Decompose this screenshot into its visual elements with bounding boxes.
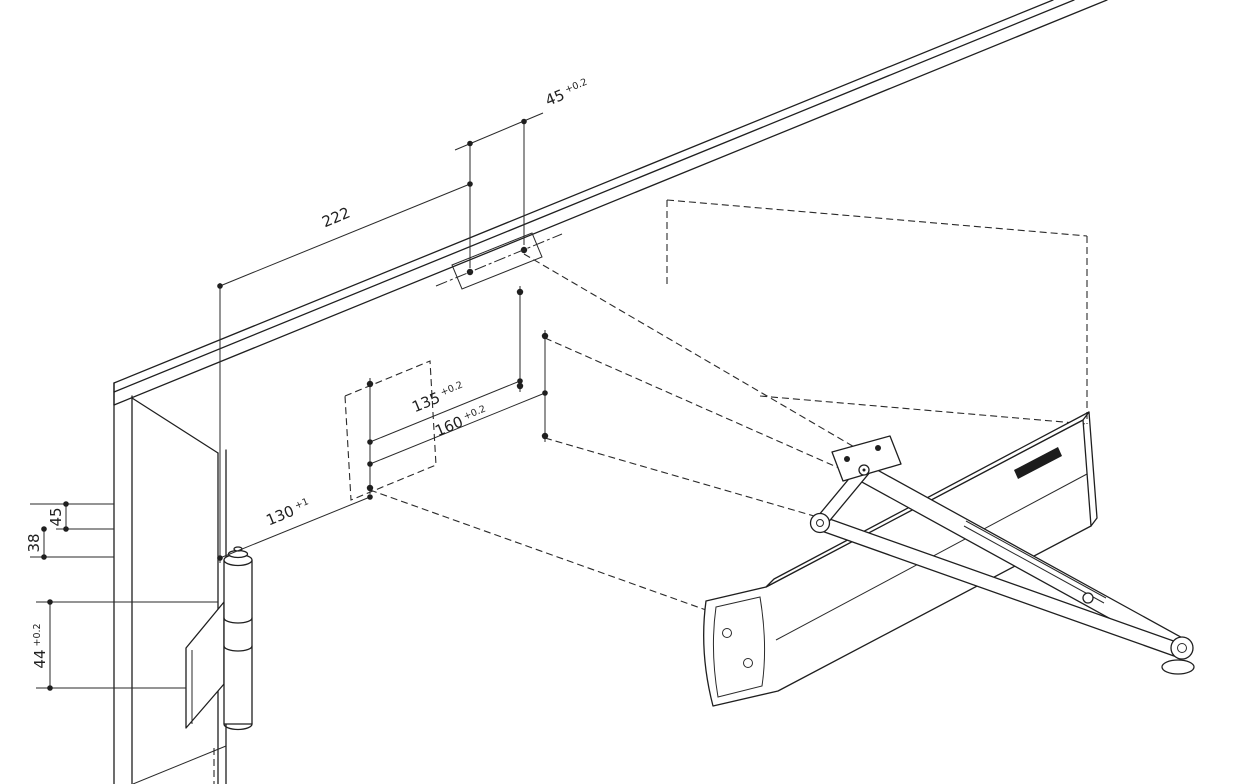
dim-45-top-label: 45+0.2 [543,76,592,110]
dim-terminator [47,685,53,691]
hinge-barrel-bottom-cap [223,723,253,731]
door-frame [113,382,227,784]
brand-label-slot [1014,447,1062,479]
dim-terminator [367,439,373,445]
arm-elbow-pin [816,519,824,527]
projection-lines [369,253,867,611]
dim-44: 44+0.2 [31,599,53,691]
dim-terminator [542,390,548,396]
mounting-hole [541,432,549,440]
dim-45-top: 45+0.2 [454,76,592,268]
closer-body-end-cap [1088,411,1098,527]
plate-outline [451,232,543,290]
rail-arris-line [113,0,1075,393]
dim-44-label: 44+0.2 [31,623,49,668]
mounting-hole [366,380,374,388]
dimension-line [369,392,546,465]
dim-terminator [521,118,527,125]
hinge-knuckle-seam-lower [223,645,253,652]
hidden-door-outline [666,199,1088,425]
frame-reveal-edge [131,397,219,454]
mounting-holes-mid [344,286,549,501]
valve-screw [722,628,732,638]
dim-terminator [517,378,523,384]
arm-end-cap [1170,636,1194,660]
rail-top-edge [113,0,1054,384]
closer-end-bezel [712,596,766,698]
main-arm-slot [963,520,1107,604]
mounting-hole [516,382,524,390]
projection-line [544,437,815,517]
mounting-hole [366,484,374,492]
dim-160: 160+0.2 [367,390,548,467]
dim-38: 38 [25,526,47,560]
projection-line [523,253,857,449]
dim-222: 222 [217,181,473,563]
plate-centerline [435,233,563,287]
hidden-top-edge [666,199,1088,237]
valve-screw [743,658,753,668]
closer-arm [809,465,1195,675]
arm-bracket [831,435,902,482]
hinge-barrel [223,559,253,725]
dim-130-label: 130+1 [264,495,313,529]
projection-line [544,337,867,481]
dim-terminator [367,461,373,467]
dimension-line [219,183,471,287]
dim-terminator [63,501,69,507]
arm-adjuster-screw [1082,592,1094,604]
dim-terminator [41,526,47,532]
mounting-plate-top [435,232,563,290]
arm-end-shoe [1161,659,1195,675]
dim-222-label: 222 [319,204,352,232]
mounting-hole [541,332,549,340]
dim-terminator [217,555,223,561]
frame-bottom-cut [132,745,227,784]
projection-line [369,489,707,611]
dim-160-label: 160+0.2 [432,403,489,441]
body-footprint-dashed [344,360,437,501]
bracket-plate [831,435,902,482]
dim-135-label: 135+0.2 [409,379,466,417]
door-header-rail [113,0,1108,406]
dim-45-left: 45 [47,501,69,532]
dimension-line [369,380,521,443]
rail-bottom-edge [113,0,1108,406]
hinge-knuckle-seam-upper [223,617,253,624]
mounting-hole [516,288,524,296]
dim-terminator [217,283,223,289]
dim-left-group: 45 38 44+0.2 [25,501,218,691]
dim-terminator [41,554,47,560]
dim-terminator [367,494,373,500]
hinge [185,546,253,731]
dim-terminator [63,526,69,532]
bracket-screw [844,456,850,462]
closer-body-silhouette [703,419,1092,707]
dimension-line [219,496,371,559]
dim-38-label: 38 [25,533,43,552]
dim-terminator [47,599,53,605]
dim-terminator [467,140,473,147]
dim-terminator [467,181,473,187]
arm-end-pin [1177,643,1187,653]
arm-elbow-joint [809,512,831,534]
bracket-pivot-center [862,468,866,472]
dim-45-left-label: 45 [47,507,65,526]
bracket-screw [875,445,881,451]
hidden-bottom-edge [759,395,1088,425]
